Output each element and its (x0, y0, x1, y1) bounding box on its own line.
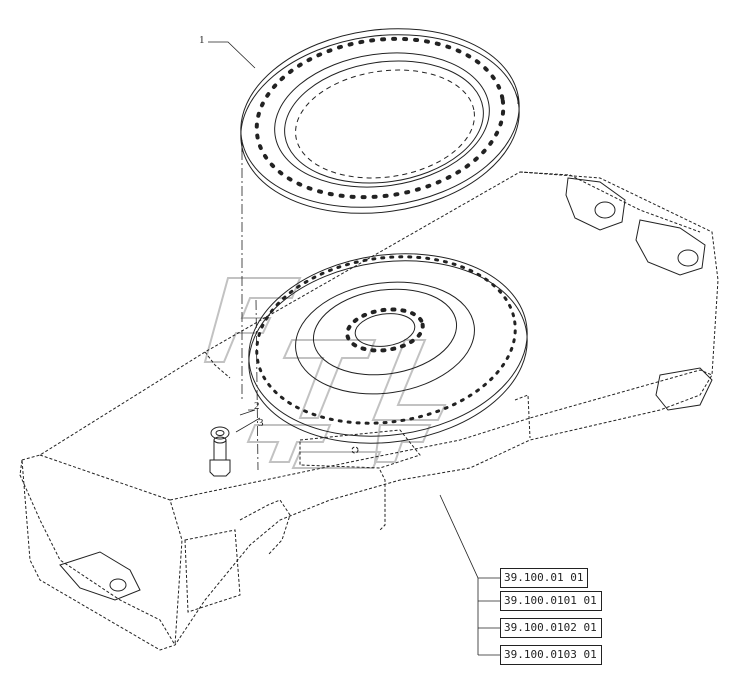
reference-box-4[interactable]: 39.100.0103 01 (500, 645, 602, 665)
callout-2: 2 (254, 400, 260, 412)
center-axis-line (241, 150, 259, 471)
callout-3: 3 (258, 417, 264, 429)
reference-box-2[interactable]: 39.100.0101 01 (500, 591, 602, 611)
washer-and-bolt (209, 426, 231, 477)
mounting-lug (59, 551, 141, 601)
leader-lines (208, 41, 500, 656)
chassis-frame (19, 171, 719, 651)
callout-1: 1 (199, 34, 205, 46)
slewing-ring (240, 28, 520, 214)
reference-box-3[interactable]: 39.100.0102 01 (500, 618, 602, 638)
reference-box-1[interactable]: 39.100.01 01 (500, 568, 588, 588)
turntable-flange (248, 253, 528, 444)
pivot-brackets (565, 177, 713, 411)
lower-bracket (299, 429, 421, 469)
